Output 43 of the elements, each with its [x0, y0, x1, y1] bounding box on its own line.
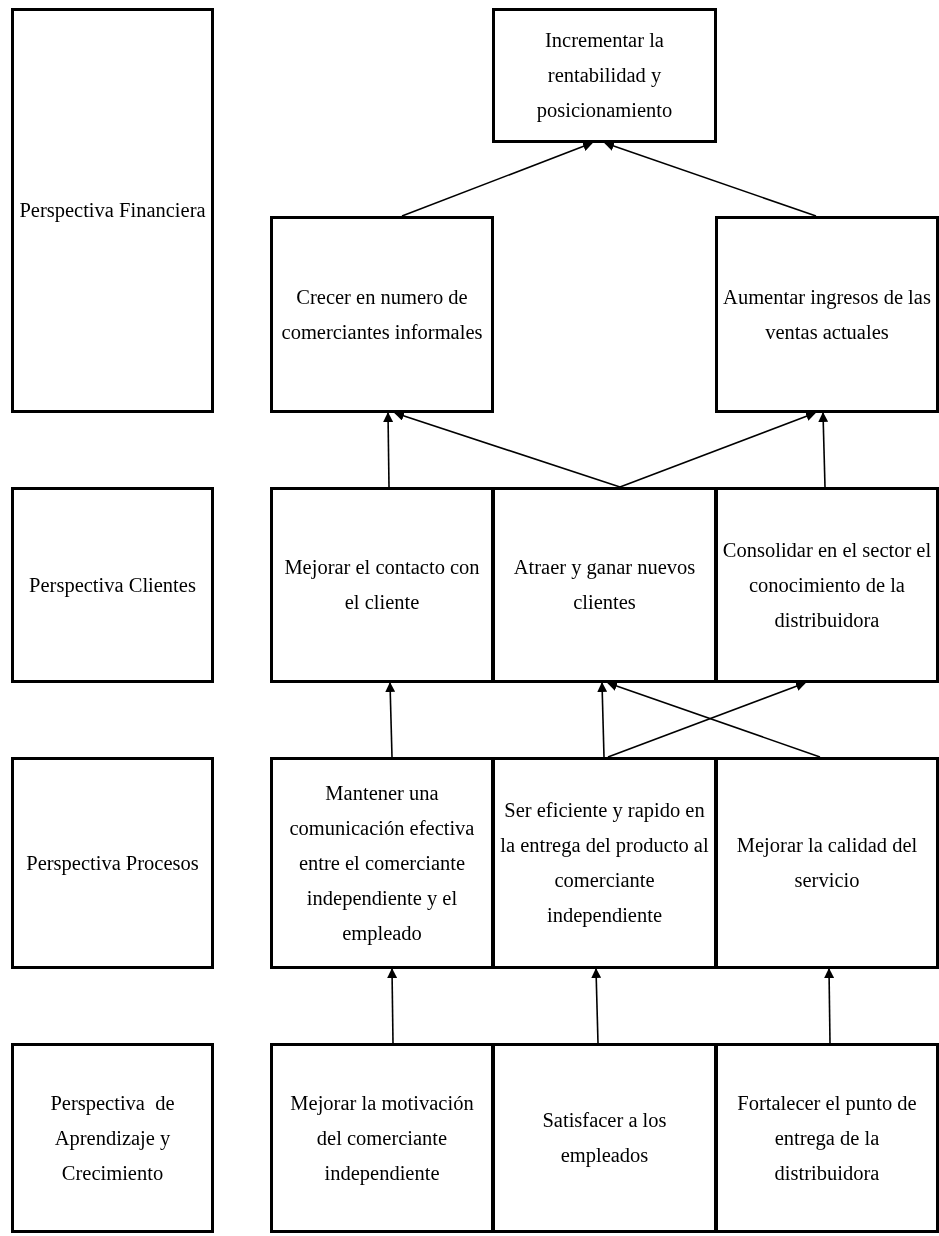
text-box: [11, 1043, 214, 1233]
box-text: Mejorar la motivación del comerciante independiente: [289, 1090, 475, 1187]
arrow: [818, 412, 829, 488]
text-box: [715, 487, 939, 683]
text-box: [11, 757, 214, 969]
box-text: Mantener una comunicación efectiva entre el comerciante independiente y el empleado: [288, 780, 476, 947]
text-box: [715, 757, 939, 969]
box-text: Ser eficiente y rapido en la entrega del producto al comerciante independiente: [499, 798, 710, 929]
text-box: [492, 8, 717, 143]
box-text: Perspectiva Procesos: [25, 850, 200, 877]
box-text: Atraer y ganar nuevos clientes: [512, 555, 697, 615]
box-text: Mejorar el contacto con el cliente: [283, 555, 481, 615]
arrow: [401, 141, 593, 217]
box-text: Perspectiva Financiera: [18, 198, 207, 224]
text-box: [11, 487, 214, 683]
box-text: Mejorar la calidad del servicio: [735, 833, 919, 893]
text-box: [270, 487, 494, 683]
arrow: [619, 411, 816, 488]
box-text: Incrementar la rentabilidad y posicionamiento: [535, 28, 674, 124]
box-text: Fortalecer el punto de entrega de la distribuidora: [736, 1090, 918, 1186]
box-text: Crecer en numero de comerciantes informales: [280, 284, 484, 345]
text-box: [492, 1043, 717, 1233]
text-box: [715, 1043, 939, 1233]
arrow: [385, 682, 396, 758]
box-text: Consolidar en el sector el conocimiento de la distribuidora: [721, 537, 933, 633]
arrow: [604, 141, 817, 217]
text-box: [270, 757, 494, 969]
box-text: Satisfacer a los empleados: [541, 1108, 668, 1169]
text-box: [270, 216, 494, 413]
arrow: [824, 968, 835, 1044]
text-box: [492, 757, 717, 969]
arrow: [394, 411, 621, 488]
arrow: [597, 682, 608, 758]
arrow: [591, 968, 602, 1044]
box-text: Aumentar ingresos de las ventas actuales: [722, 284, 932, 345]
text-box: [715, 216, 939, 413]
arrow: [387, 968, 398, 1044]
text-box: [270, 1043, 494, 1233]
arrow: [383, 412, 394, 488]
text-box: [492, 487, 717, 683]
text-box: [11, 8, 214, 413]
box-text: Perspectiva de Aprendizaje y Crecimiento: [49, 1090, 176, 1186]
box-text: Perspectiva Clientes: [28, 572, 197, 599]
